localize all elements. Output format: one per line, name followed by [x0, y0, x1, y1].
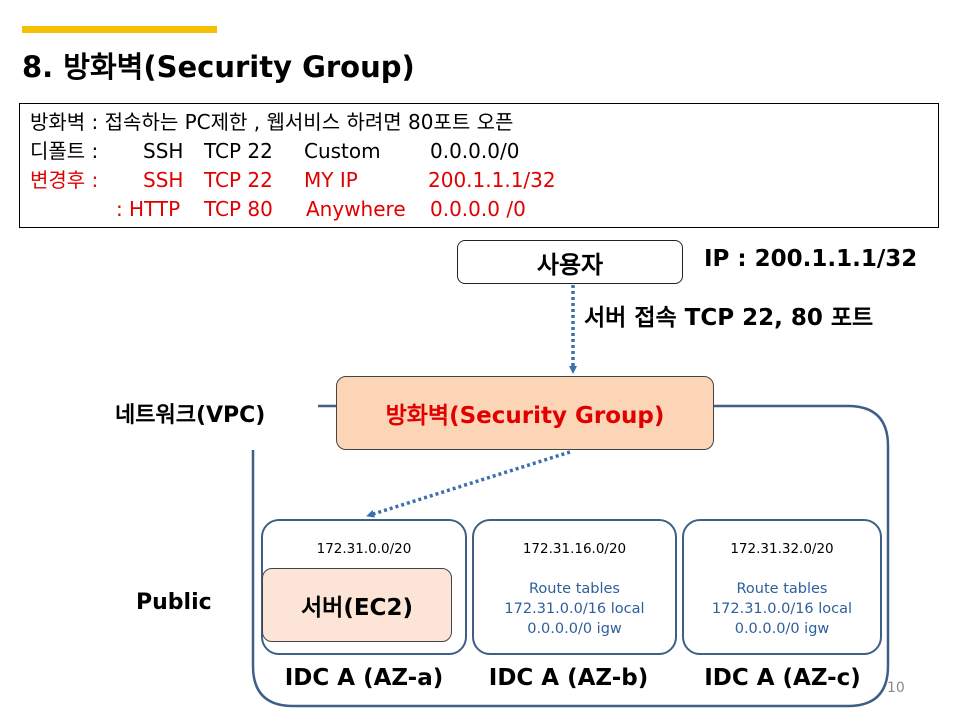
az-label-b: IDC A (AZ-b): [488, 665, 649, 691]
route-table: Route tables 172.31.0.0/16 local 0.0.0.0…: [684, 579, 880, 639]
info-http-cidr: 0.0.0.0 /0: [430, 197, 526, 221]
accent-bar: [22, 26, 217, 33]
access-label: 서버 접속 TCP 22, 80 포트: [584, 305, 874, 331]
info-default-proto: SSH: [143, 139, 184, 163]
public-label: Public: [136, 590, 212, 615]
info-http-port: TCP 80: [204, 197, 273, 221]
info-line-1-text: 방화벽 : 접속하는 PC제한 , 웹서비스 하려면 80포트 오픈: [30, 110, 514, 134]
vpc-boundary: [251, 404, 890, 708]
info-box: 방화벽 : 접속하는 PC제한 , 웹서비스 하려면 80포트 오픈 디폴트 :…: [19, 103, 939, 228]
subnet-az-b: 172.31.16.0/20 Route tables 172.31.0.0/1…: [472, 519, 677, 655]
route-igw: 0.0.0.0/0 igw: [527, 621, 622, 637]
firewall-to-server-arrow: [366, 450, 571, 518]
route-local: 172.31.0.0/16 local: [711, 601, 853, 617]
route-igw: 0.0.0.0/0 igw: [734, 621, 830, 637]
subnet-az-c: 172.31.32.0/20 Route tables 172.31.0.0/1…: [682, 519, 882, 655]
info-row-http: : HTTP TCP 80 Anywhere 0.0.0.0 /0: [30, 195, 930, 224]
info-row-default: 디폴트 : SSH TCP 22 Custom 0.0.0.0/0: [30, 137, 930, 166]
az-label-c: IDC A (AZ-c): [704, 665, 861, 691]
info-default-label: 디폴트 :: [30, 139, 99, 163]
info-row-changed: 변경후 : SSH TCP 22 MY IP 200.1.1.1/32: [30, 166, 930, 195]
route-table-title: Route tables: [736, 581, 828, 597]
info-changed-port: TCP 22: [204, 168, 273, 192]
info-http-proto: HTTP: [129, 197, 181, 221]
az-label-a: IDC A (AZ-a): [284, 665, 444, 691]
subnet-cidr: 172.31.32.0/20: [730, 541, 834, 557]
ec2-server-box: 서버(EC2): [262, 568, 452, 642]
security-group-box: 방화벽(Security Group): [336, 376, 714, 450]
info-changed-cidr: 200.1.1.1/32: [428, 168, 556, 192]
user-box: 사용자: [457, 240, 683, 284]
page-number: 10: [887, 680, 905, 696]
info-changed-source: MY IP: [304, 168, 358, 192]
info-default-port: TCP 22: [204, 139, 273, 163]
info-default-cidr: 0.0.0.0/0: [430, 139, 520, 163]
info-http-source: Anywhere: [306, 197, 406, 221]
user-ip-label: IP : 200.1.1.1/32: [704, 246, 918, 272]
route-local: 172.31.0.0/16 local: [504, 601, 645, 617]
subnet-cidr: 172.31.16.0/20: [522, 541, 627, 557]
vpc-label: 네트워크(VPC): [115, 403, 266, 428]
info-default-source: Custom: [304, 139, 381, 163]
route-table-title: Route tables: [529, 581, 620, 597]
info-changed-proto: SSH: [143, 168, 184, 192]
route-table: Route tables 172.31.0.0/16 local 0.0.0.0…: [474, 579, 675, 639]
slide-title: 8. 방화벽(Security Group): [22, 50, 415, 84]
info-changed-label: 변경후 :: [30, 168, 99, 192]
info-http-label: :: [116, 197, 123, 221]
subnet-cidr: 172.31.0.0/20: [316, 541, 412, 557]
